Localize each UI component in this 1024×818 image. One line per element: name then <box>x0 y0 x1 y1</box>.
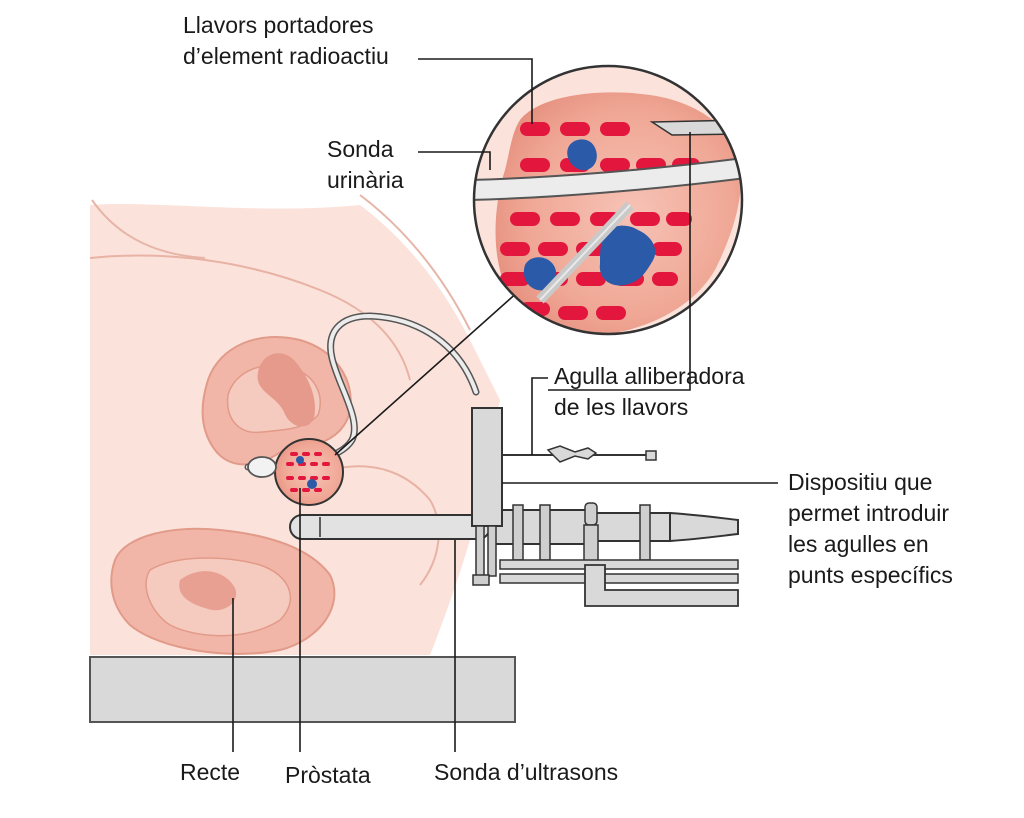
pelvic-floor <box>329 465 440 586</box>
zoom-connector <box>334 289 521 456</box>
label-catheter-line2: urinària <box>327 167 404 193</box>
label-device-line2: permet introduir <box>788 500 949 526</box>
label-prostate: Pròstata <box>285 762 371 788</box>
catheter-balloon <box>247 456 277 478</box>
body-outline <box>91 194 471 331</box>
label-device-line3: les agulles en <box>788 531 929 557</box>
pelvis-anatomy <box>89 194 500 655</box>
label-needle-line1: Agulla alliberadora <box>554 363 745 389</box>
ultrasound-probe <box>289 502 739 566</box>
leader-needle-down <box>531 377 548 455</box>
zoom-border <box>472 64 744 336</box>
zoom-tumors <box>523 139 656 291</box>
label-rectum: Recte <box>180 759 240 785</box>
template-device <box>471 407 739 607</box>
zoom-catheter <box>474 157 742 201</box>
seed-needle <box>502 445 657 463</box>
label-seeds-line2: d’element radioactiu <box>183 43 389 69</box>
abdomen-wall <box>89 254 411 381</box>
label-ultrasound: Sonda d’ultrasons <box>434 759 618 785</box>
leader-needle <box>548 132 691 391</box>
label-needle-line2: de les llavors <box>554 394 688 420</box>
label-catheter-line1: Sonda <box>327 136 394 162</box>
prostate-small <box>247 438 344 506</box>
treatment-table <box>89 656 516 723</box>
zoom-view <box>334 64 744 456</box>
leader-catheter <box>418 151 491 170</box>
pubic-bone <box>257 353 316 427</box>
prostate-small-tumor <box>307 479 317 489</box>
label-device-line1: Dispositiu que <box>788 469 932 495</box>
label-device-line4: punts específics <box>788 562 953 588</box>
leader-lines <box>232 58 778 752</box>
prostate-small-seeds <box>286 452 330 492</box>
label-seeds-line1: Llavors portadores <box>183 12 374 38</box>
leader-seeds <box>418 58 533 124</box>
prostate-small-tumor <box>296 456 304 464</box>
zoom-seeds <box>500 122 700 320</box>
sacrum <box>179 571 237 611</box>
